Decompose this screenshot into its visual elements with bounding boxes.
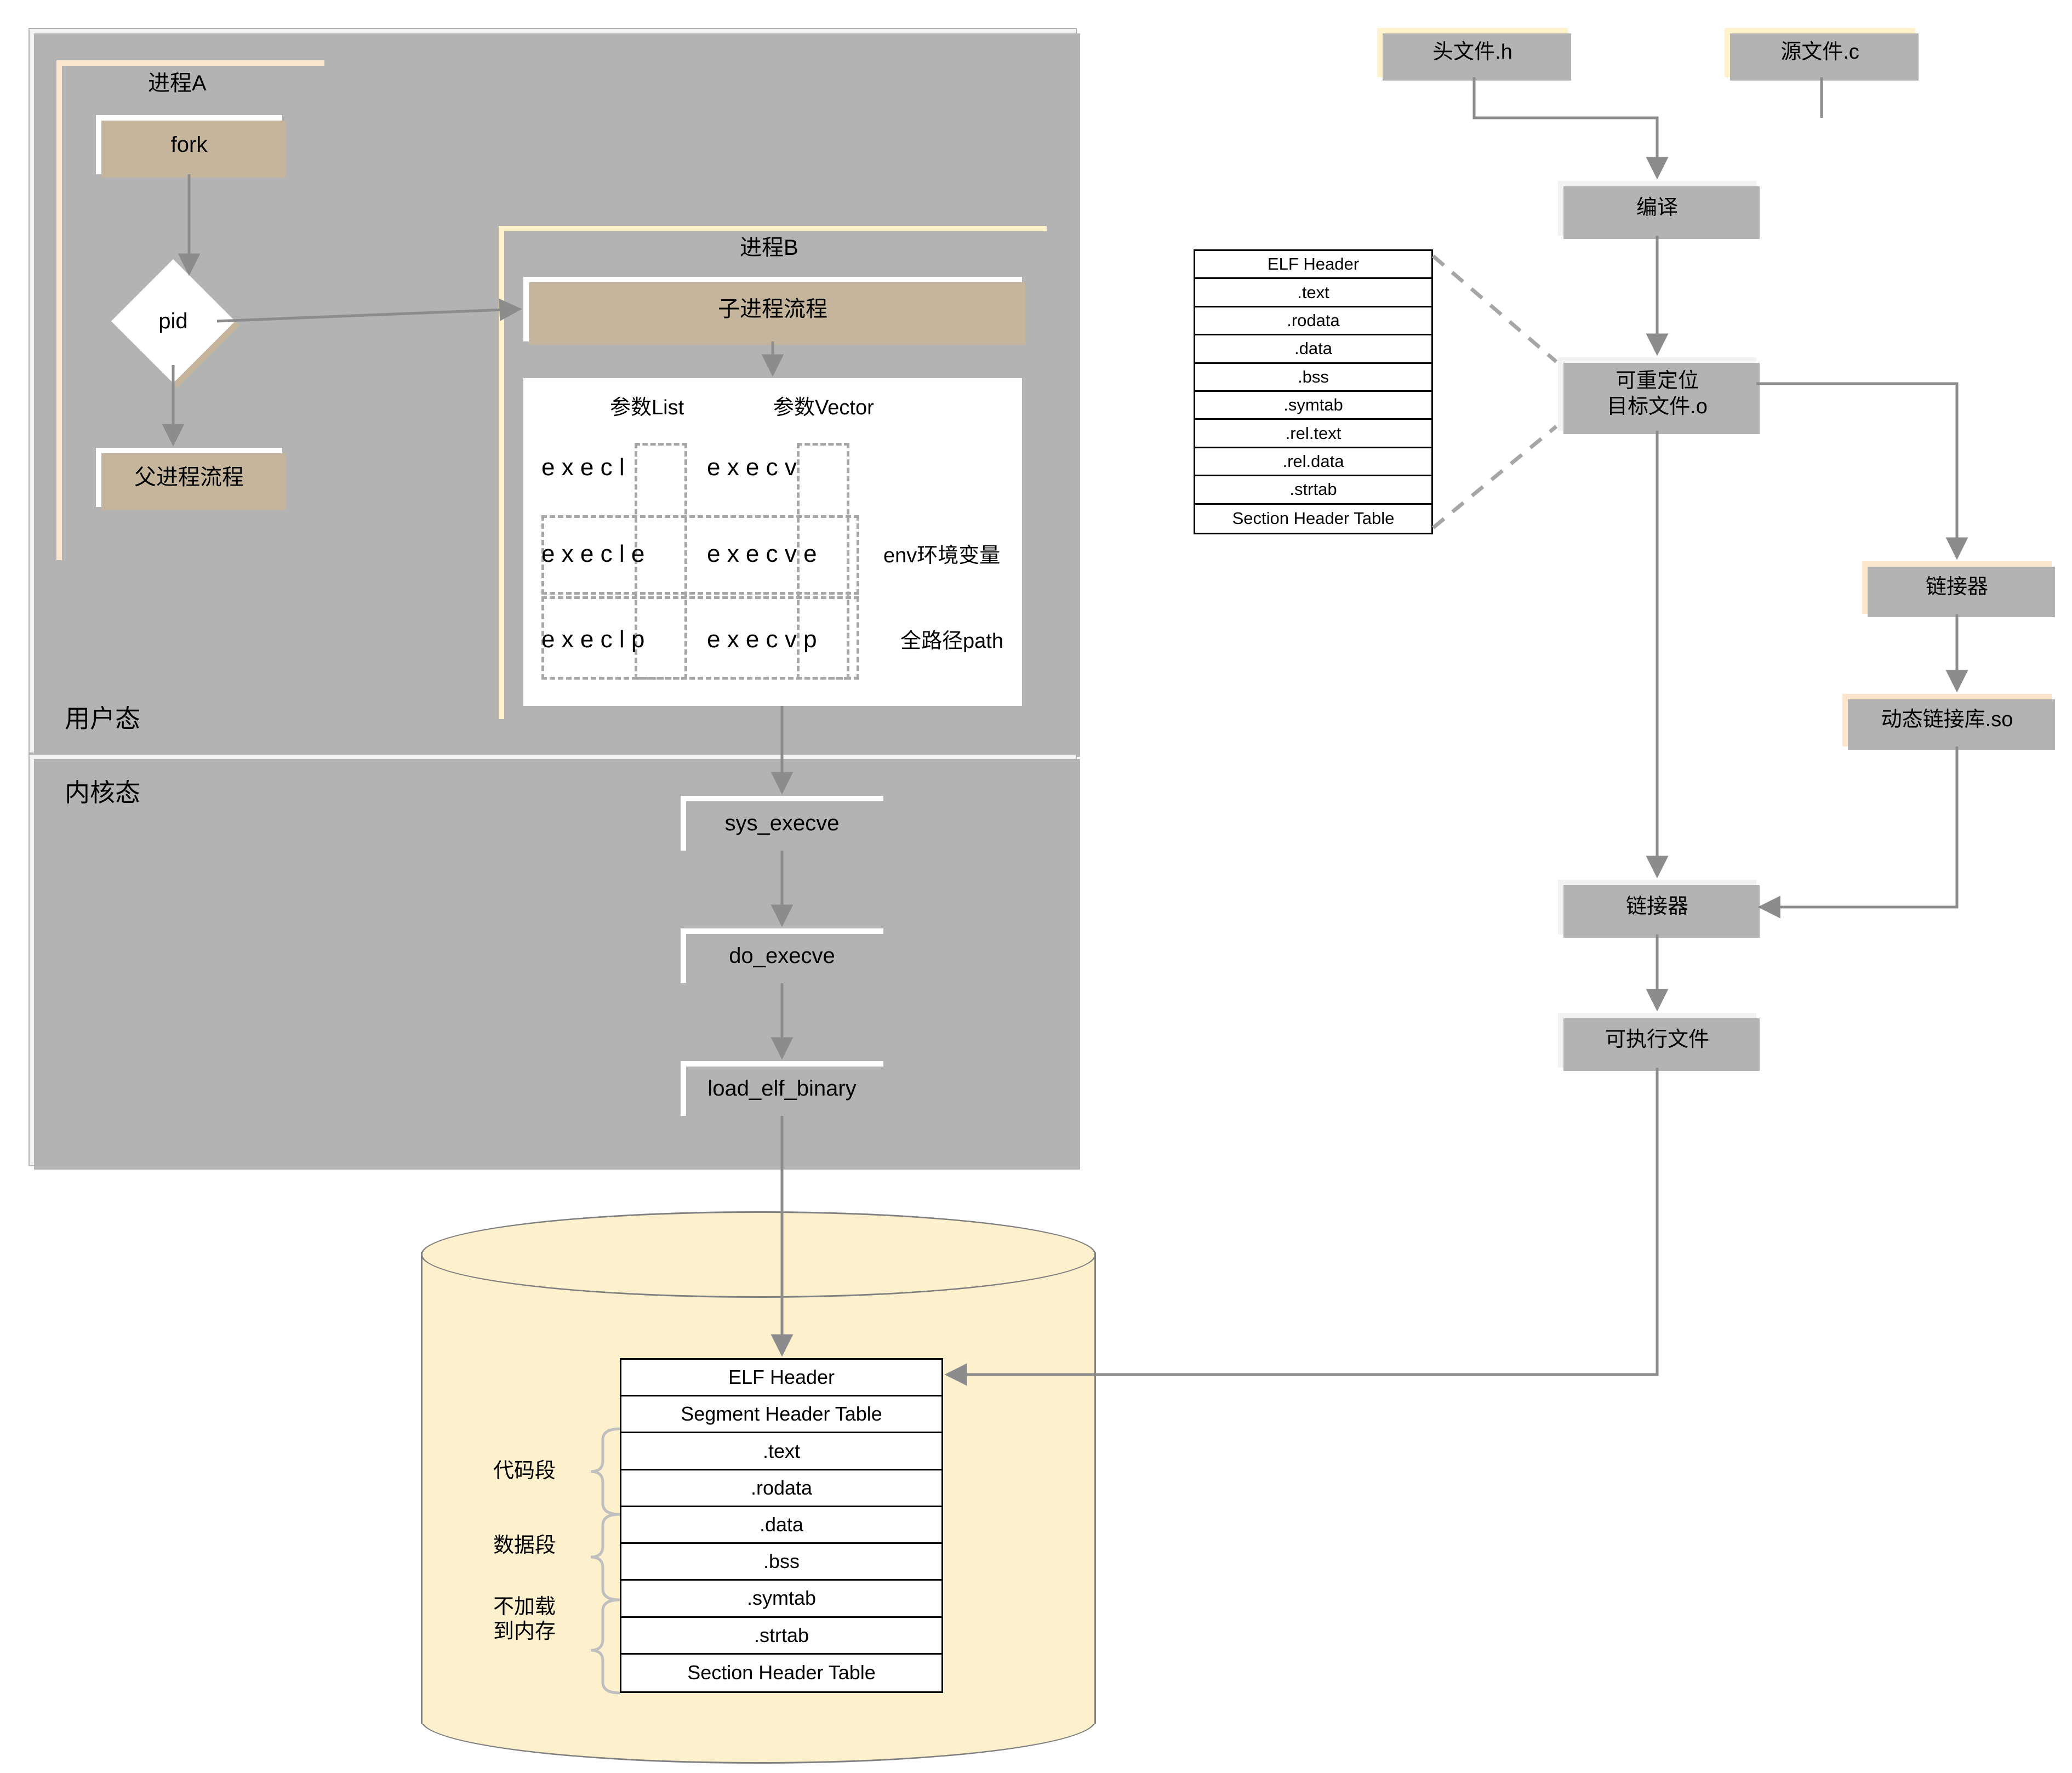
fork-node[interactable]: fork bbox=[96, 115, 286, 178]
child-flow-node[interactable]: 子进程流程 bbox=[523, 277, 1025, 345]
memory-image-table-row: .data bbox=[621, 1507, 941, 1544]
object-file-table-row: .rodata bbox=[1195, 307, 1431, 336]
child-flow-label: 子进程流程 bbox=[718, 297, 827, 321]
relocatable-object-label: 可重定位 目标文件.o bbox=[1607, 369, 1708, 419]
exec-col-list-header: 参数List bbox=[610, 396, 684, 419]
memory-image-table-row: .text bbox=[621, 1433, 941, 1470]
memory-image-table-row: .bss bbox=[621, 1544, 941, 1581]
edge-objtable-bottom-dashed bbox=[1431, 425, 1558, 529]
brace-label-not-loaded: 不加载 到内存 bbox=[493, 1595, 556, 1643]
memory-image-table-row: .strtab bbox=[621, 1617, 941, 1655]
object-file-table-row: .symtab bbox=[1195, 391, 1431, 420]
linker-final-node[interactable]: 链接器 bbox=[1558, 880, 1760, 938]
load-elf-binary-node[interactable]: load_elf_binary bbox=[681, 1061, 887, 1119]
linker-final-label: 链接器 bbox=[1625, 895, 1688, 919]
shared-library-node[interactable]: 动态链接库.so bbox=[1842, 694, 2055, 750]
edge-objtable-top-dashed bbox=[1431, 254, 1558, 363]
object-file-table-row: .rel.text bbox=[1195, 420, 1431, 448]
brace-label-data-segment: 数据段 bbox=[493, 1534, 556, 1557]
exec-cell-l-1: e x e c l e bbox=[541, 540, 645, 567]
pid-decision[interactable]: pid bbox=[111, 259, 240, 388]
memory-image-table-row: ELF Header bbox=[621, 1360, 941, 1397]
exec-col-vector-header: 参数Vector bbox=[773, 396, 874, 419]
object-file-table-row: ELF Header bbox=[1195, 251, 1431, 280]
object-file-table-row: .data bbox=[1195, 335, 1431, 364]
edge-object-to-dynamiclinker bbox=[1756, 382, 1968, 560]
linker-dynamic-label: 链接器 bbox=[1925, 575, 1988, 599]
exec-cell-v-1: e x e c v e bbox=[707, 540, 817, 567]
compile-label: 编译 bbox=[1636, 196, 1678, 220]
exec-cell-v-0: e x e c v bbox=[707, 454, 797, 481]
linker-dynamic-node[interactable]: 链接器 bbox=[1862, 561, 2055, 617]
object-file-table: ELF Header.text.rodata.data.bss.symtab.r… bbox=[1194, 249, 1433, 534]
source-file-node[interactable]: 源文件.c bbox=[1725, 28, 1919, 81]
memory-image-table-row: .symtab bbox=[621, 1581, 941, 1618]
kernel-mode-label: 内核态 bbox=[65, 778, 140, 807]
exec-table-panel bbox=[523, 378, 1022, 706]
compile-node[interactable]: 编译 bbox=[1558, 181, 1760, 239]
exec-cell-v-2: e x e c v p bbox=[707, 626, 817, 653]
object-file-table-row: .text bbox=[1195, 279, 1431, 307]
shared-library-label: 动态链接库.so bbox=[1881, 708, 2013, 732]
object-file-table-row: .rel.data bbox=[1195, 448, 1431, 477]
object-file-table-row: Section Header Table bbox=[1195, 504, 1431, 533]
parent-flow-node[interactable]: 父进程流程 bbox=[96, 448, 286, 510]
exec-cell-l-0: e x e c l bbox=[541, 454, 625, 481]
edge-headerfile-to-compile bbox=[1472, 77, 1669, 180]
process-a-title: 进程A bbox=[148, 71, 207, 95]
load-elf-binary-label: load_elf_binary bbox=[707, 1076, 857, 1101]
fork-label: fork bbox=[170, 133, 208, 157]
executable-node[interactable]: 可执行文件 bbox=[1558, 1013, 1760, 1071]
sys-execve-label: sys_execve bbox=[724, 811, 840, 835]
memory-cylinder-top bbox=[421, 1211, 1096, 1298]
header-file-label: 头文件.h bbox=[1432, 41, 1512, 64]
memory-image-table-row: Section Header Table bbox=[621, 1654, 941, 1691]
dash-group-env-row bbox=[541, 515, 859, 595]
kernel-mode-lane bbox=[28, 754, 1080, 1170]
exec-cell-l-2: e x e c l p bbox=[541, 626, 645, 653]
header-file-node[interactable]: 头文件.h bbox=[1377, 28, 1571, 81]
exec-note-path: 全路径path bbox=[900, 630, 1003, 653]
executable-label: 可执行文件 bbox=[1605, 1028, 1709, 1052]
memory-image-table-row: Segment Header Table bbox=[621, 1396, 941, 1434]
dash-group-path-row bbox=[541, 596, 859, 680]
do-execve-node[interactable]: do_execve bbox=[681, 928, 887, 987]
edge-so-to-finallinker bbox=[1757, 746, 1959, 919]
parent-flow-label: 父进程流程 bbox=[134, 465, 244, 489]
do-execve-label: do_execve bbox=[729, 944, 835, 968]
brace-label-code-segment: 代码段 bbox=[493, 1460, 556, 1483]
memory-image-table-row: .rodata bbox=[621, 1470, 941, 1507]
object-file-table-row: .bss bbox=[1195, 363, 1431, 392]
relocatable-object-node[interactable]: 可重定位 目标文件.o bbox=[1558, 357, 1760, 434]
pid-label: pid bbox=[158, 309, 188, 333]
source-file-label: 源文件.c bbox=[1780, 41, 1859, 64]
process-b-title: 进程B bbox=[740, 236, 798, 260]
user-mode-label: 用户态 bbox=[65, 704, 140, 733]
object-file-table-row: .strtab bbox=[1195, 476, 1431, 505]
sys-execve-node[interactable]: sys_execve bbox=[681, 796, 887, 854]
exec-note-env: env环境变量 bbox=[883, 544, 1001, 567]
